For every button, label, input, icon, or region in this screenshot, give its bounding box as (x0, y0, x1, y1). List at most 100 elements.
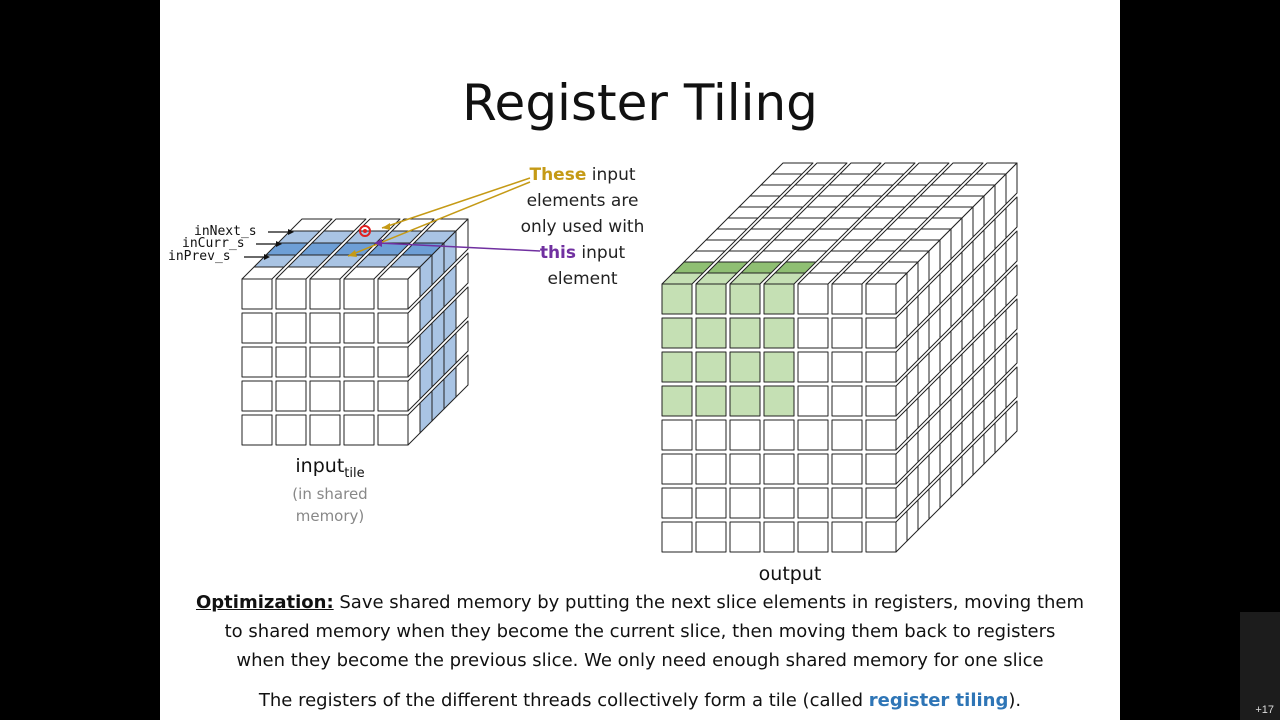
annotation-line4: input (576, 243, 626, 263)
cube-top-face (749, 184, 792, 197)
cube-top-face (771, 162, 814, 175)
slide-title: Register Tiling (462, 74, 818, 132)
cube-side-face (939, 466, 952, 509)
cube-front-face (865, 453, 897, 485)
cube-front-face (763, 521, 795, 553)
cube-front-face (865, 283, 897, 315)
cube-side-face (1005, 230, 1018, 273)
footer-sentence: The registers of the different threads c… (160, 690, 1120, 711)
cube-front-face (343, 346, 375, 378)
input-note-line2: memory) (295, 507, 365, 525)
cube-front-face (377, 346, 409, 378)
cube-top-face (819, 250, 862, 263)
cube-side-face (906, 363, 919, 406)
cube-side-face (950, 285, 963, 328)
cube-front-face (275, 346, 307, 378)
cube-side-face (961, 410, 974, 453)
cube-top-face (830, 239, 873, 252)
cube-front-face (797, 317, 829, 349)
input-caption-sub: tile (344, 465, 365, 481)
cube-side-face (950, 251, 963, 294)
cube-top-face (783, 184, 826, 197)
cube-top-face (751, 250, 794, 263)
cube-top-face (807, 228, 850, 241)
cube-front-face (865, 351, 897, 383)
cube-side-face (1005, 196, 1018, 239)
cube-top-face (794, 173, 837, 186)
annotation-arrows (244, 177, 541, 260)
cube-front-face (241, 414, 273, 446)
cube-front-face (763, 419, 795, 451)
cube-side-face (961, 376, 974, 419)
viewer-side-panel[interactable]: +17 (1240, 612, 1280, 720)
cube-top-face (853, 250, 896, 263)
cube-side-face (983, 354, 996, 397)
cube-front-face (343, 278, 375, 310)
cube-front-face (661, 521, 693, 553)
cube-front-face (377, 414, 409, 446)
cube-side-face (983, 252, 996, 295)
cube-top-face (897, 206, 940, 219)
cube-side-face (994, 343, 1007, 386)
optimization-line1: Save shared memory by putting the next s… (333, 592, 1085, 613)
cube-top-face (919, 184, 962, 197)
cube-side-face (950, 455, 963, 498)
cube-front-face (695, 283, 727, 315)
cube-front-face (309, 346, 341, 378)
cube-front-face (377, 278, 409, 310)
annotation-text: These input elements are only used with … (505, 162, 660, 292)
annotation-line3: only used with (520, 217, 645, 237)
cube-top-face (738, 195, 781, 208)
cube-diagram (241, 162, 1018, 553)
cube-side-face (1005, 400, 1018, 443)
cube-front-face (831, 487, 863, 519)
cube-top-face (930, 173, 973, 186)
cube-front-face (797, 453, 829, 485)
cube-side-face (994, 275, 1007, 318)
cube-side-face (961, 444, 974, 487)
participant-counter[interactable]: +17 (1255, 704, 1274, 716)
cube-top-face (785, 250, 828, 263)
cube-side-face (994, 309, 1007, 352)
cube-side-face (928, 341, 941, 384)
cube-front-face (695, 453, 727, 485)
cube-side-face (928, 273, 941, 316)
cube-side-face (972, 433, 985, 476)
cube-front-face (695, 317, 727, 349)
cube-side-face (939, 296, 952, 339)
cube-front-face (241, 380, 273, 412)
cube-top-face (762, 239, 805, 252)
cube-side-face (950, 319, 963, 362)
cube-front-face (797, 351, 829, 383)
cube-side-face (972, 263, 985, 306)
cube-side-face (906, 295, 919, 338)
cube-front-face (343, 380, 375, 412)
cube-front-face (695, 419, 727, 451)
register-tiling-highlight: register tiling (868, 690, 1009, 711)
cube-top-face (805, 162, 848, 175)
cube-top-face (695, 272, 738, 285)
optimization-heading: Optimization: (195, 592, 334, 613)
cube-top-face (875, 228, 918, 241)
cube-top-face (729, 272, 772, 285)
cube-front-face (241, 278, 273, 310)
cube-side-face (917, 386, 930, 429)
cube-top-face (797, 272, 840, 285)
cube-top-face (763, 272, 806, 285)
cube-front-face (865, 487, 897, 519)
cube-front-face (831, 317, 863, 349)
cube-top-face (907, 162, 950, 175)
cube-front-face (309, 278, 341, 310)
cube-top-face (886, 217, 929, 230)
cube-top-face (817, 184, 860, 197)
cube-side-face (972, 229, 985, 272)
cube-side-face (939, 330, 952, 373)
cube-front-face (831, 283, 863, 315)
cube-front-face (275, 380, 307, 412)
optimization-line3: when they become the previous slice. We … (236, 650, 1044, 671)
cube-front-face (797, 385, 829, 417)
cube-front-face (729, 453, 761, 485)
cube-top-face (806, 195, 849, 208)
cube-side-face (972, 331, 985, 374)
cube-side-face (939, 398, 952, 441)
